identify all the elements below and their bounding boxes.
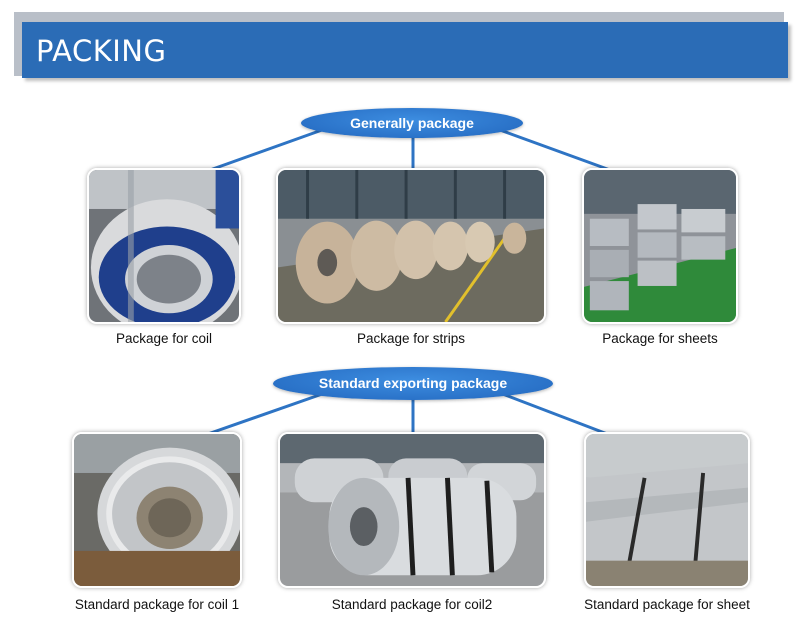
standard-package-coil2-photo [278,432,546,588]
standard-exporting-package-heading: Standard exporting package [273,367,553,400]
package-for-coil-caption: Package for coil [115,331,213,346]
standard-package-sheet-photo [584,432,750,588]
package-for-coil-photo [87,168,241,324]
page-title: PACKING [36,34,167,68]
standard-package-sheet-caption: Standard package for sheet [584,597,750,612]
section-header: PACKING [22,22,788,78]
package-for-strips-caption: Package for strips [356,331,466,346]
generally-package-heading-label: Generally package [350,115,474,131]
standard-exporting-package-heading-label: Standard exporting package [318,375,508,391]
package-for-sheets-caption: Package for sheets [602,331,718,346]
generally-package-heading: Generally package [301,108,523,138]
standard-package-coil-1-photo [72,432,242,588]
standard-package-coil-1-caption: Standard package for coil 1 [74,597,240,612]
standard-package-coil2-caption: Standard package for coil2 [331,597,493,612]
package-for-sheets-photo [582,168,738,324]
package-for-strips-photo [276,168,546,324]
